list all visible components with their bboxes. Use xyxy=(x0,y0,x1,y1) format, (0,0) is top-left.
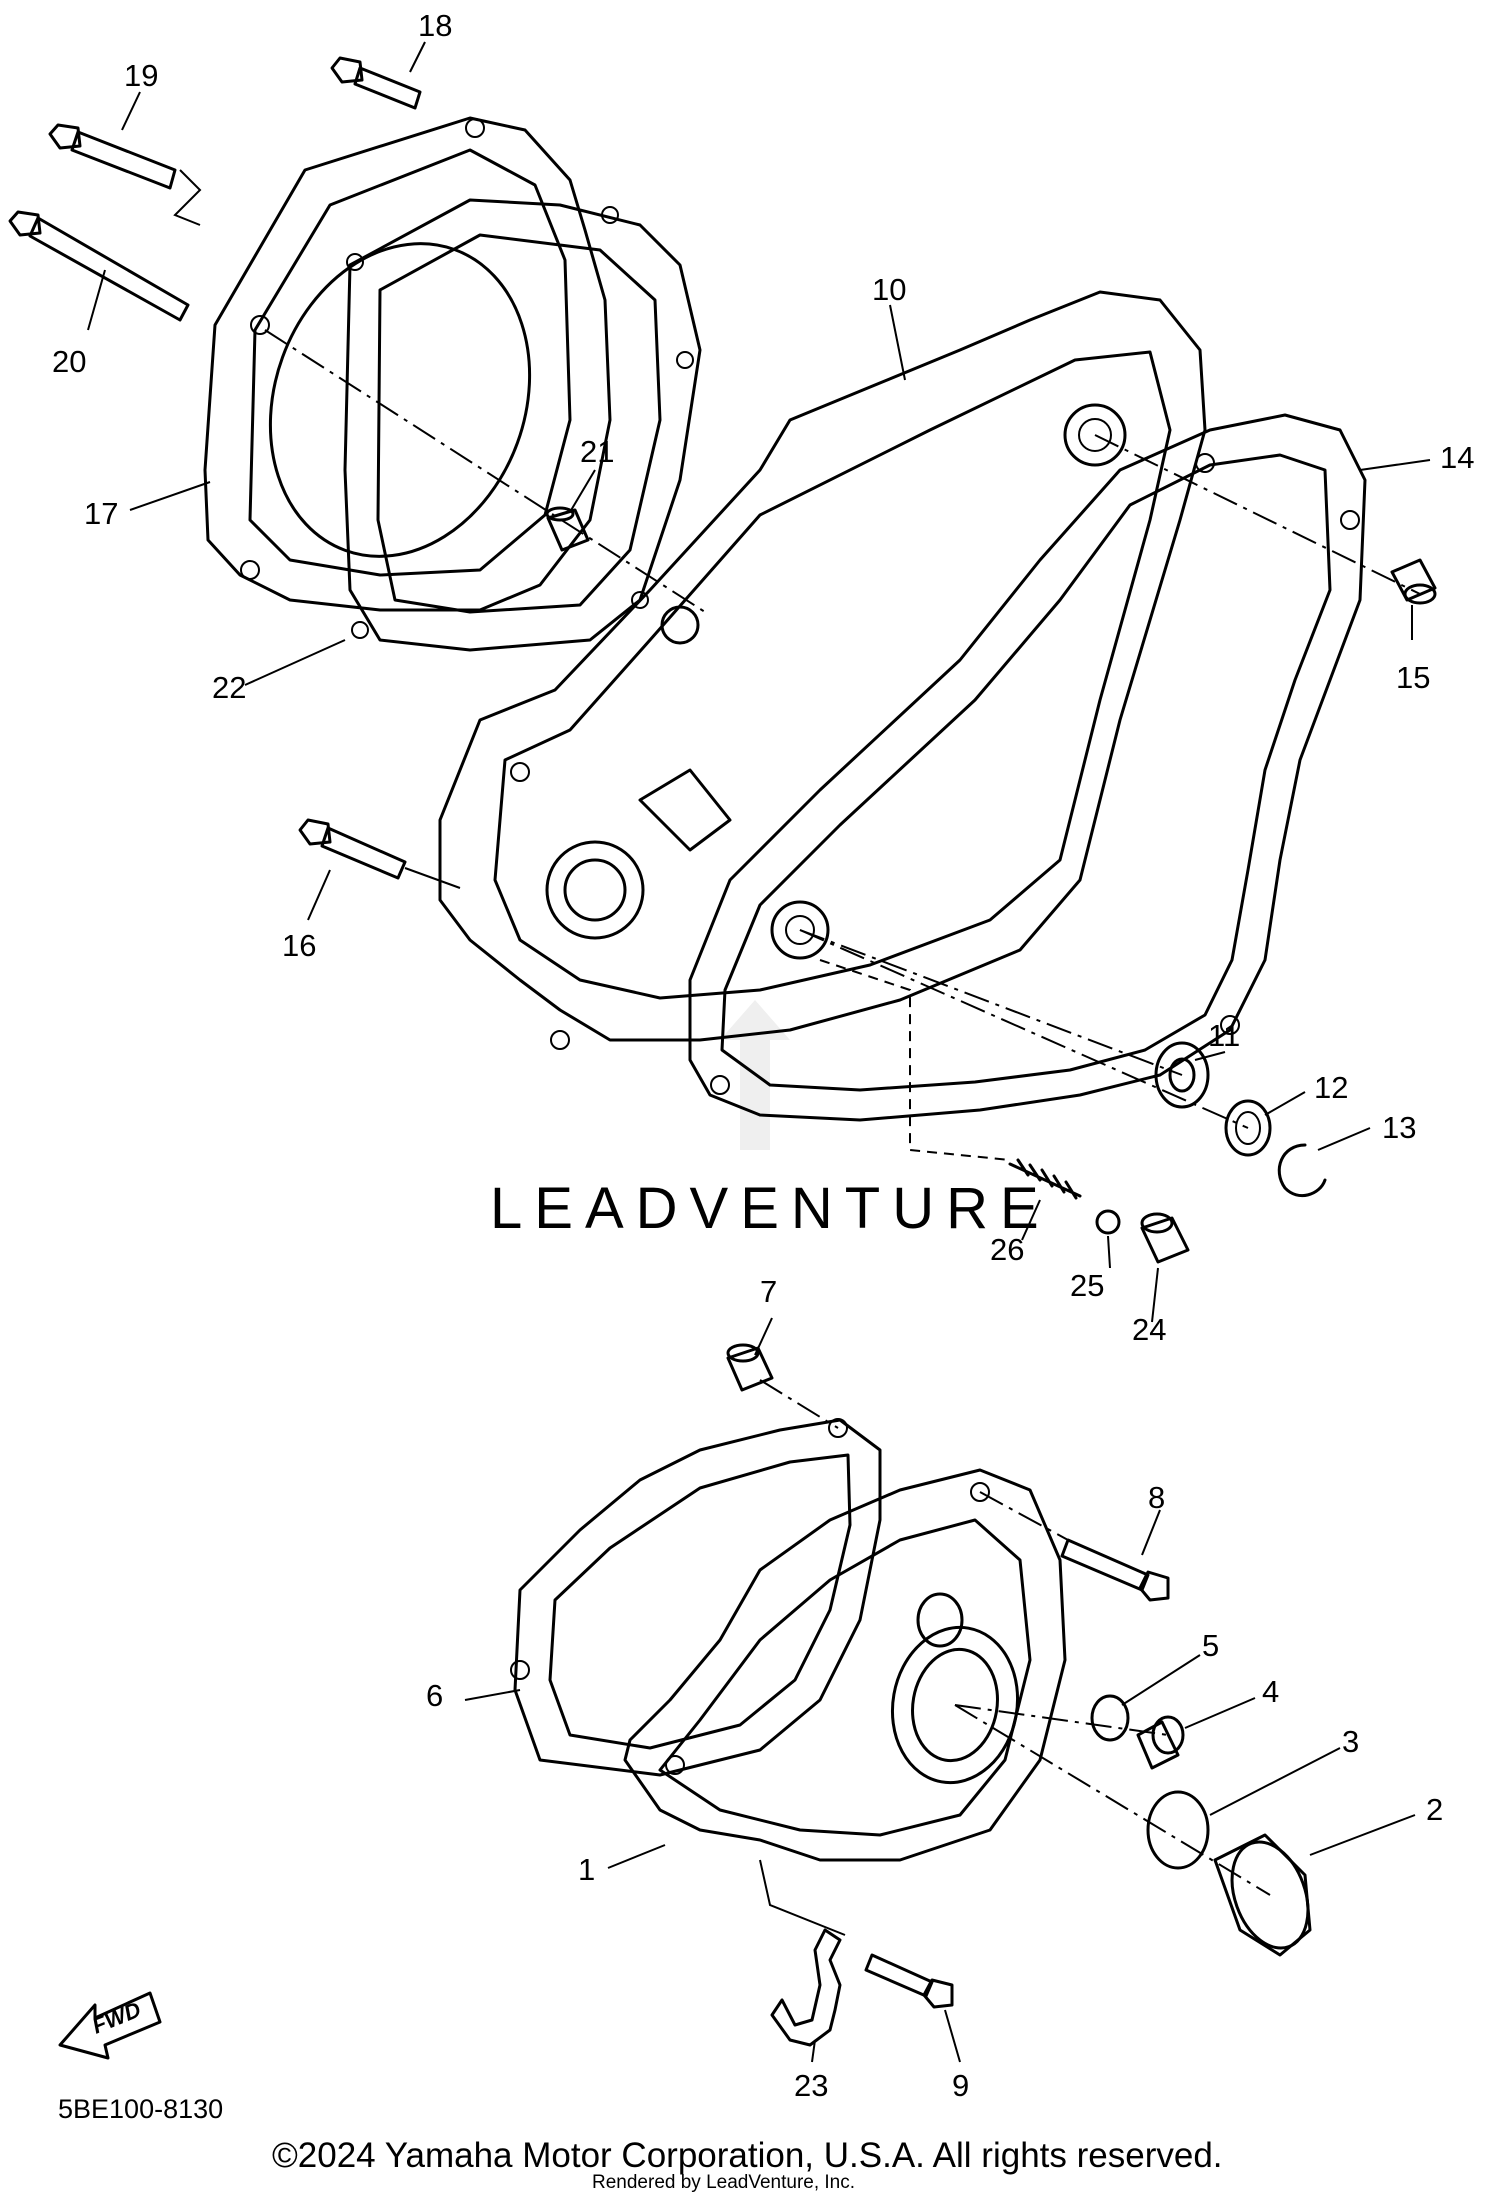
part-22-clutch-cover-gasket xyxy=(343,198,702,652)
callout-17: 17 xyxy=(84,496,118,531)
part-18-bolt xyxy=(330,56,422,110)
part-19-bolt xyxy=(48,123,177,190)
part-17-clutch-cover-outer xyxy=(203,116,612,612)
part-4-plug xyxy=(1136,1715,1185,1770)
part-7-dowel-pin xyxy=(726,1343,774,1392)
part-26-spring xyxy=(1008,1158,1082,1200)
part-9-bolt xyxy=(864,1953,954,2009)
callout-labels: 18 19 20 17 21 22 10 14 15 16 11 12 13 2… xyxy=(52,8,1474,2103)
callout-18: 18 xyxy=(418,8,452,43)
callout-23: 23 xyxy=(794,2068,828,2103)
callout-3: 3 xyxy=(1342,1724,1359,1759)
part-8-bolt xyxy=(1060,1538,1170,1602)
callout-4: 4 xyxy=(1262,1674,1279,1709)
callout-14: 14 xyxy=(1440,440,1474,475)
part-14-crankcase-gasket xyxy=(688,413,1367,1122)
part-2-plug xyxy=(1213,1833,1312,1957)
callout-7: 7 xyxy=(760,1274,777,1309)
callout-25: 25 xyxy=(1070,1268,1104,1303)
callout-10: 10 xyxy=(872,272,906,307)
callout-1: 1 xyxy=(578,1852,595,1887)
part-24-plug xyxy=(1140,1212,1190,1264)
part-3-o-ring xyxy=(1146,1790,1210,1870)
part-11-oil-seal xyxy=(1154,1041,1210,1109)
part-5-o-ring xyxy=(1090,1694,1130,1742)
callout-22: 22 xyxy=(212,670,246,705)
part-21-dowel-pin xyxy=(545,506,590,552)
callout-6: 6 xyxy=(426,1678,443,1713)
rendered-by-notice: Rendered by LeadVenture, Inc. xyxy=(592,2172,855,2192)
callout-24: 24 xyxy=(1132,1312,1166,1347)
callout-11: 11 xyxy=(1208,1018,1240,1053)
callout-5: 5 xyxy=(1202,1628,1219,1663)
part-15-bushing xyxy=(1390,558,1437,605)
watermark-text: LEADVENTURE xyxy=(490,1176,1051,1241)
part-10-crankcase-cover xyxy=(438,290,1207,1050)
part-6-cover-gasket xyxy=(510,1418,882,1777)
callout-13: 13 xyxy=(1382,1110,1416,1145)
assembly-lines xyxy=(173,169,1421,1936)
diagram-code: 5BE100-8130 xyxy=(58,2094,223,2124)
callout-26: 26 xyxy=(990,1232,1024,1267)
part-13-circlip xyxy=(1277,1143,1327,1198)
callout-15: 15 xyxy=(1396,660,1430,695)
part-12-washer xyxy=(1224,1099,1272,1157)
callout-2: 2 xyxy=(1426,1792,1443,1827)
callout-16: 16 xyxy=(282,928,316,963)
callout-21: 21 xyxy=(580,434,614,469)
callout-19: 19 xyxy=(124,58,158,93)
part-20-bolt xyxy=(8,210,190,322)
part-16-bolt xyxy=(298,818,407,880)
callout-8: 8 xyxy=(1148,1480,1165,1515)
part-23-clamp xyxy=(770,1928,842,2047)
fwd-arrow-icon: FWD xyxy=(58,1991,162,2060)
callout-leaders xyxy=(87,41,1431,2063)
callout-12: 12 xyxy=(1314,1070,1348,1105)
part-1-crankcase-cover-right xyxy=(623,1468,1067,1862)
leadventure-watermark: LEADVENTURE xyxy=(490,1000,1051,1241)
callout-9: 9 xyxy=(952,2068,969,2103)
callout-20: 20 xyxy=(52,344,86,379)
copyright-notice: ©2024 Yamaha Motor Corporation, U.S.A. A… xyxy=(272,2136,1223,2175)
part-25-ball xyxy=(1095,1209,1121,1235)
